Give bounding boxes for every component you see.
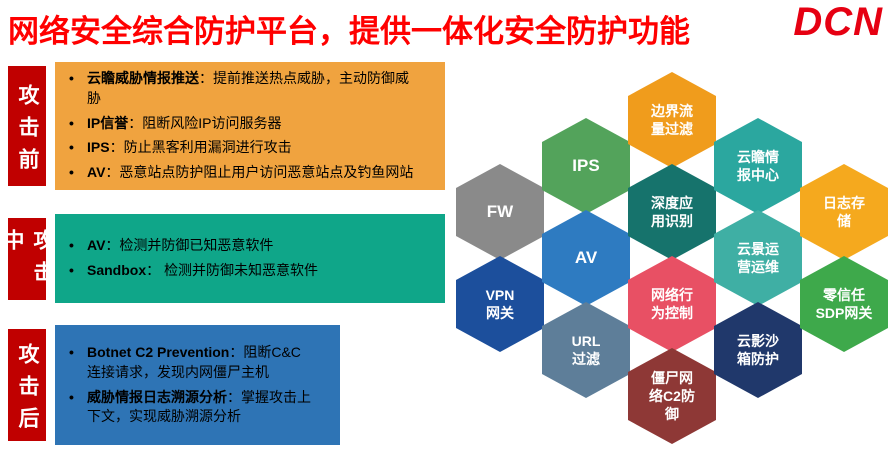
hex-label: URL 过滤	[571, 332, 601, 367]
bullet-text: Sandbox： 检测并防御未知恶意软件	[87, 261, 419, 281]
bullet-description: ：恶意站点防护阻止用户访问恶意站点及钓鱼网站	[105, 164, 414, 181]
hex-label: IPS	[572, 155, 600, 175]
bullet-description: ：检测并防御已知恶意软件	[105, 237, 274, 254]
hex-network-behavior-control: 网络行 为控制	[628, 256, 716, 352]
phase-tab-during-attack: 攻击中	[1, 218, 54, 300]
hex-label: 日志存 储	[823, 194, 865, 229]
bullet-keyword: AV	[87, 164, 106, 181]
hex-cloud-sandbox-protection: 云影沙 箱防护	[714, 302, 802, 398]
hex-botnet-c2-defense: 僵尸网 络C2防 御	[628, 348, 716, 444]
hex-label: 边界流 量过滤	[651, 102, 693, 137]
bullet-icon: •	[69, 114, 74, 131]
hex-deep-app-identification: 深度应 用识别	[628, 164, 716, 260]
hex-label: AV	[574, 247, 598, 267]
hex-cloud-intel-center: 云瞻情 报中心	[714, 118, 802, 214]
bullet-icon: •	[69, 388, 74, 405]
hex-av: AV	[542, 210, 630, 306]
bullet-text: AV：恶意站点防护阻止用户访问恶意站点及钓鱼网站	[87, 163, 419, 183]
bullet-description: ：阻断C&C连接请求，发现内网僵尸主机	[87, 343, 301, 380]
hex-zero-trust-sdp-gateway: 零信任 SDP网关	[800, 256, 888, 352]
bullet-description: ：防止黑客利用漏洞进行攻击	[109, 139, 292, 156]
bullet-text: Botnet C2 Prevention：阻断C&C连接请求，发现内网僵尸主机	[87, 343, 314, 383]
page-title: 网络安全综合防护平台，提供一体化安全防护功能	[8, 14, 690, 49]
bullet-description: ：提前推送热点威胁，主动防御威胁	[87, 69, 409, 106]
bullet-keyword: AV	[87, 237, 106, 254]
bullet-item: • IP信誉：阻断风险IP访问服务器	[69, 114, 419, 134]
hex-label: 僵尸网 络C2防 御	[649, 369, 695, 423]
hex-label: 云景运 营运维	[737, 240, 779, 275]
bullet-description: ：掌握攻击上下文，实现威胁溯源分析	[87, 388, 311, 425]
bullet-description: ：阻断风险IP访问服务器	[128, 114, 282, 131]
hex-log-storage: 日志存 储	[800, 164, 888, 260]
hex-url-filter: URL 过滤	[542, 302, 630, 398]
bullet-icon: •	[69, 262, 74, 278]
bullet-icon: •	[69, 343, 74, 360]
hex-label: 云影沙 箱防护	[737, 332, 779, 367]
bullet-text: 云瞻威胁情报推送：提前推送热点威胁，主动防御威胁	[87, 69, 419, 109]
dcn-logo: DCN	[793, 0, 883, 44]
hex-label: 云瞻情 报中心	[737, 148, 779, 183]
bullet-keyword: 威胁情报日志溯源分析	[87, 388, 227, 405]
hex-label: 网络行 为控制	[651, 286, 693, 321]
bullet-description: ： 检测并防御未知恶意软件	[146, 262, 319, 278]
bullet-item: • AV：检测并防御已知恶意软件	[69, 236, 419, 256]
bullet-keyword: IP信誉	[87, 114, 129, 131]
bullet-text: 威胁情报日志溯源分析：掌握攻击上下文，实现威胁溯源分析	[87, 388, 314, 428]
bullet-icon: •	[69, 69, 74, 86]
hex-fw: FW	[456, 164, 544, 260]
bullet-item: • 威胁情报日志溯源分析：掌握攻击上下文，实现威胁溯源分析	[69, 388, 314, 428]
phase-panel-pre-attack: • 云瞻威胁情报推送：提前推送热点威胁，主动防御威胁 • IP信誉：阻断风险IP访问服…	[55, 62, 445, 190]
bullet-text: IPS：防止黑客利用漏洞进行攻击	[87, 138, 419, 158]
phase-tab-pre-attack: 攻击前	[8, 66, 46, 186]
bullet-keyword: 云瞻威胁情报推送	[87, 69, 199, 86]
hex-vpn-gateway: VPN 网关	[456, 256, 544, 352]
bullet-item: • 云瞻威胁情报推送：提前推送热点威胁，主动防御威胁	[69, 69, 419, 109]
bullet-keyword: IPS	[87, 139, 110, 156]
bullet-item: • Sandbox： 检测并防御未知恶意软件	[69, 261, 419, 281]
bullet-text: AV：检测并防御已知恶意软件	[87, 236, 419, 256]
bullet-item: • Botnet C2 Prevention：阻断C&C连接请求，发现内网僵尸主机	[69, 343, 314, 383]
bullet-item: • AV：恶意站点防护阻止用户访问恶意站点及钓鱼网站	[69, 163, 419, 183]
hex-label: 深度应 用识别	[651, 194, 693, 229]
hex-border-traffic-filter: 边界流 量过滤	[628, 72, 716, 168]
phase-tab-post-attack: 攻击后	[8, 329, 46, 441]
hex-label: VPN 网关	[485, 286, 515, 321]
hex-label: FW	[486, 201, 514, 221]
phase-panel-during-attack: • AV：检测并防御已知恶意软件 • Sandbox： 检测并防御未知恶意软件	[55, 214, 445, 303]
bullet-keyword: Botnet C2 Prevention	[87, 343, 230, 360]
hex-label: 零信任 SDP网关	[815, 286, 873, 321]
bullet-item: • IPS：防止黑客利用漏洞进行攻击	[69, 138, 419, 158]
hex-cloud-ops-center: 云景运 营运维	[714, 210, 802, 306]
bullet-keyword: Sandbox	[87, 262, 147, 278]
bullet-icon: •	[69, 237, 74, 254]
bullet-icon: •	[69, 139, 74, 156]
bullet-text: IP信誉：阻断风险IP访问服务器	[87, 114, 419, 134]
hex-ips: IPS	[542, 118, 630, 214]
bullet-icon: •	[69, 164, 74, 181]
phase-panel-post-attack: • Botnet C2 Prevention：阻断C&C连接请求，发现内网僵尸主机…	[55, 325, 340, 445]
